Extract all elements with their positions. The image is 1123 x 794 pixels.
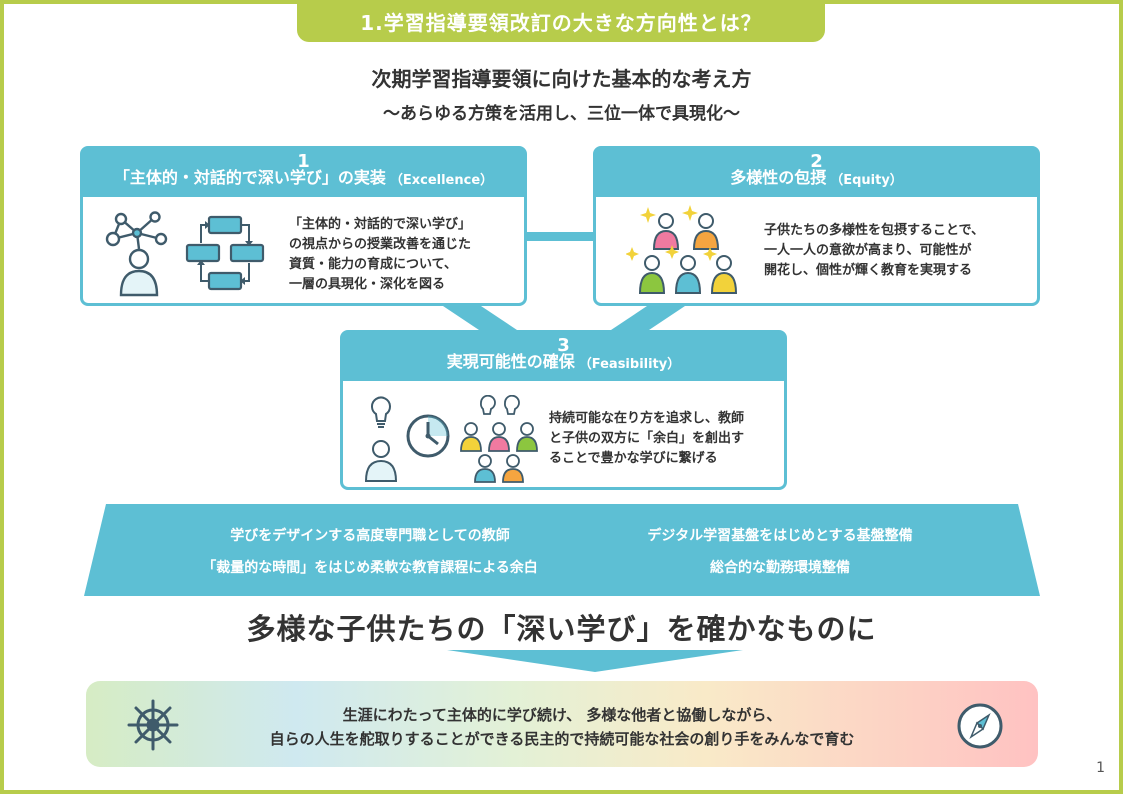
section-tab-header: 1.学習指導要領改訂の大きな方向性とは？ <box>297 0 825 42</box>
card-title-en: （Equity） <box>830 173 903 188</box>
foundation-trapezoid <box>84 504 1040 596</box>
card-number: 1 <box>297 151 310 172</box>
card-header: 1 「主体的・対話的で深い学び」の実装（Excellence） <box>83 149 524 197</box>
compass-icon <box>957 703 1003 749</box>
card-title: 実現可能性の確保 <box>446 352 575 371</box>
page-number: 1 <box>1096 760 1105 776</box>
vision-line-2: 自らの人生を舵取りすることができる民主的で持続可能な社会の創り手をみんなで育む <box>269 730 855 748</box>
vision-line-1: 生涯にわたって主体的に学び続け、 多様な他者と協働しながら、 <box>342 706 782 724</box>
lightbulb-person-icon <box>364 396 398 482</box>
down-arrow <box>447 650 743 672</box>
card-description: 「主体的・対話的で深い学び」 の視点からの授業改善を通じた 資質・能力の育成につ… <box>289 217 472 292</box>
card-title-en: （Excellence） <box>389 173 494 188</box>
connector-horizontal <box>520 232 600 241</box>
page-subtitle: ～あらゆる方策を活用し、三位一体で具現化～ <box>383 104 740 124</box>
idea-group-icon <box>460 395 538 483</box>
card-header: 3 実現可能性の確保（Feasibility） <box>343 333 784 381</box>
card-number: 3 <box>557 335 570 356</box>
card-equity: 2 多様性の包摂（Equity） 子供たちの多様性を包摂することで、 一人一人の… <box>593 146 1040 306</box>
card-feasibility: 3 実現可能性の確保（Feasibility） 持続可能な在り方を追求し、教師 <box>340 330 787 490</box>
card-description: 子供たちの多様性を包摂することで、 一人一人の意欲が高まり、可能性が 開花し、個… <box>764 223 985 278</box>
card-title-en: （Feasibility） <box>578 357 681 372</box>
clock-icon <box>406 414 450 458</box>
diverse-people-icon <box>626 205 738 294</box>
foundation-item-workplace: 総合的な勤務環境整備 <box>710 560 850 576</box>
goal-heading: 多様な子供たちの「深い学び」を確かなものに <box>246 612 877 646</box>
card-header: 2 多様性の包摂（Equity） <box>596 149 1037 197</box>
card-number: 2 <box>810 151 823 172</box>
ship-wheel-icon <box>127 699 179 751</box>
card-description: 持続可能な在り方を追求し、教師 と子供の双方に「余白」を創出す ることで豊かな学… <box>549 411 745 466</box>
card-title: 「主体的・対話的で深い学び」の実装 <box>113 168 386 187</box>
card-title: 多様性の包摂 <box>730 168 827 187</box>
foundation-item-digital: デジタル学習基盤をはじめとする基盤整備 <box>647 528 913 544</box>
card-excellence: 1 「主体的・対話的で深い学び」の実装（Excellence） <box>80 146 527 306</box>
cycle-flow-icon <box>185 215 265 291</box>
vision-banner <box>86 681 1038 767</box>
network-person-icon <box>105 211 168 297</box>
foundation-item-teacher: 学びをデザインする高度専門職としての教師 <box>230 528 510 544</box>
page-title: 次期学習指導要領に向けた基本的な考え方 <box>371 67 752 91</box>
foundation-item-curriculum: 「裁量的な時間」をはじめ柔軟な教育課程による余白 <box>202 560 538 576</box>
